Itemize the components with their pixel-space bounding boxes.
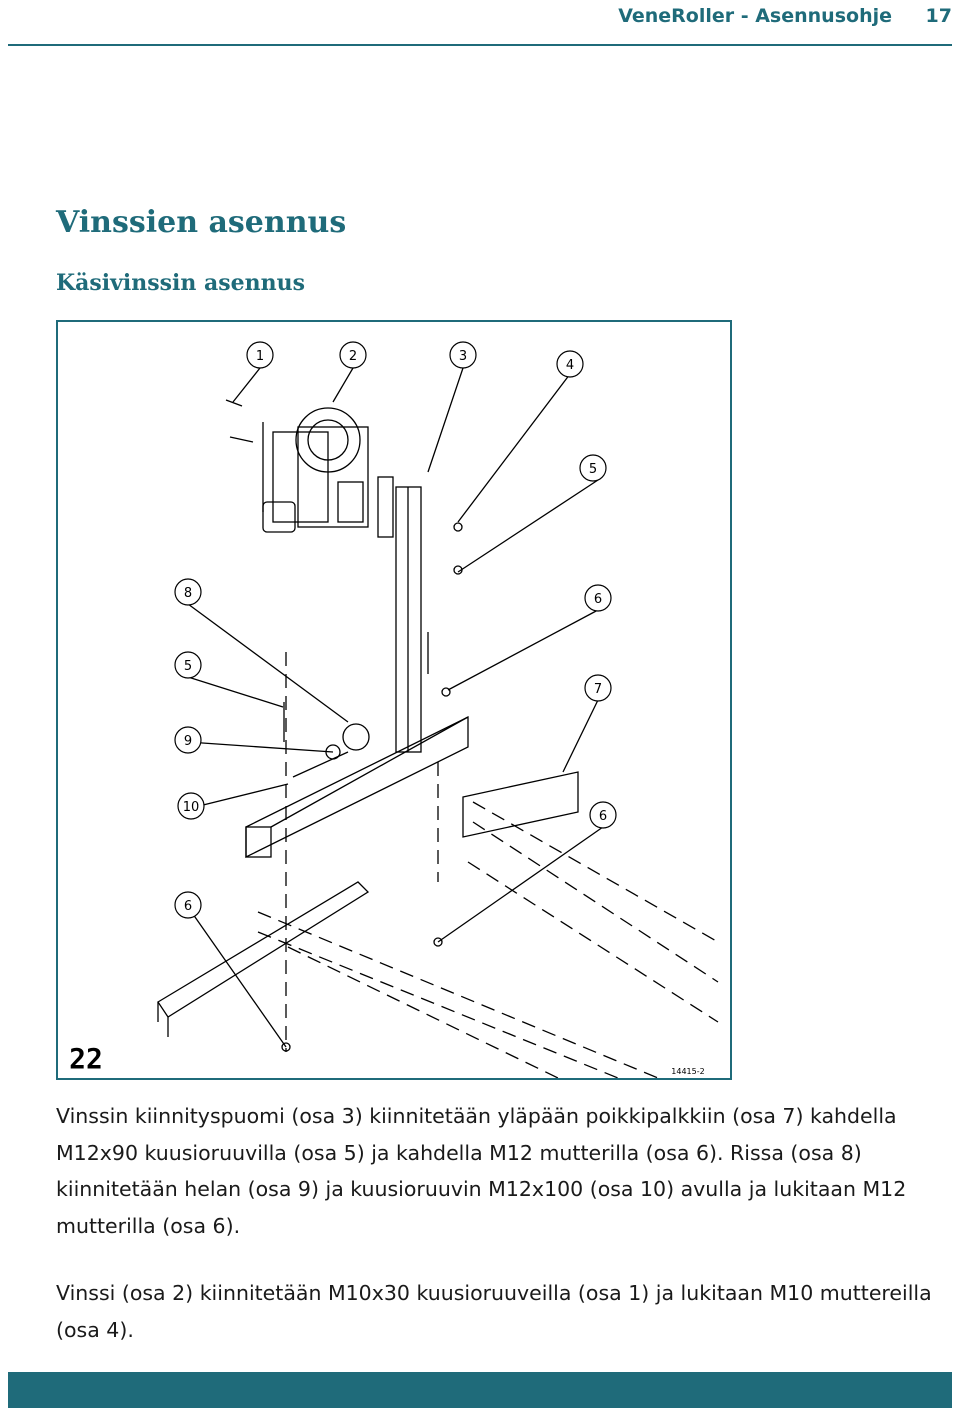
page-number: 17 xyxy=(925,5,952,27)
callout-label: 1 xyxy=(256,349,264,364)
section-title: Vinssien asennus xyxy=(56,205,347,240)
exploded-drawing: 1 2 3 4 5 8 6 5 7 9 10 6 6 14415-2 22 xyxy=(69,341,719,1078)
figure-number: 22 xyxy=(69,1042,103,1075)
page-header: VeneRoller - Asennusohje 17 xyxy=(8,0,952,46)
drawing-code: 14415-2 xyxy=(671,1067,704,1076)
callout-label: 5 xyxy=(184,659,192,674)
callout-label: 2 xyxy=(349,349,357,364)
callout-label: 4 xyxy=(566,358,574,373)
paragraph-assembly-arm: Vinssin kiinnityspuomi (osa 3) kiinnitet… xyxy=(56,1104,907,1238)
callout-label: 10 xyxy=(183,800,200,815)
callout-label: 7 xyxy=(594,682,602,697)
callout-label: 9 xyxy=(184,734,192,749)
footer-bar xyxy=(8,1372,952,1408)
callout-label: 6 xyxy=(594,592,602,607)
callout-label: 6 xyxy=(599,809,607,824)
document-title: VeneRoller - Asennusohje xyxy=(618,5,892,27)
callout-label: 6 xyxy=(184,899,192,914)
assembly-figure: 1 2 3 4 5 8 6 5 7 9 10 6 6 14415-2 22 xyxy=(56,320,732,1080)
paragraph-winch-mount: Vinssi (osa 2) kiinnitetään M10x30 kuusi… xyxy=(56,1281,932,1342)
callout-label: 3 xyxy=(459,349,467,364)
callout-label: 5 xyxy=(589,462,597,477)
callout-label: 8 xyxy=(184,586,192,601)
subsection-title: Käsivinssin asennus xyxy=(56,270,306,296)
